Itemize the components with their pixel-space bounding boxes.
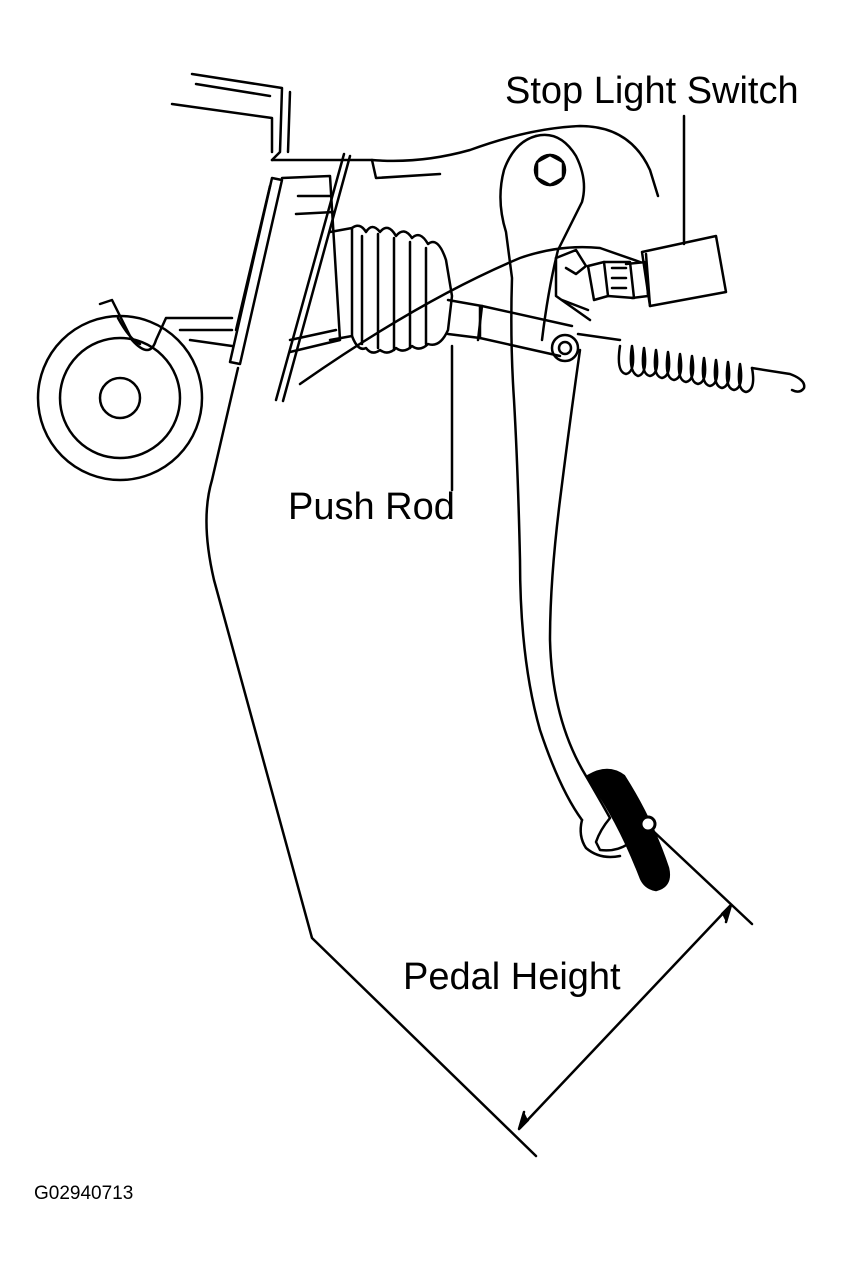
pedal-height-dimension xyxy=(517,828,754,1131)
pulley xyxy=(36,298,234,482)
pedal-pad xyxy=(586,768,670,892)
return-spring xyxy=(576,332,806,394)
floor-line xyxy=(205,366,538,1158)
push-rod-boot xyxy=(328,224,454,354)
brake-pedal-arm xyxy=(499,133,630,859)
booster-mounting-plate xyxy=(228,152,352,403)
figure-code: G02940713 xyxy=(34,1183,134,1204)
firewall-bracket xyxy=(170,72,660,198)
push-rod-label: Push Rod xyxy=(288,486,455,528)
pedal-pad-reference-point xyxy=(639,815,657,833)
push-rod xyxy=(298,245,642,386)
pedal-height-label: Pedal Height xyxy=(403,956,621,998)
stop-light-switch xyxy=(554,234,728,322)
stop-light-switch-label: Stop Light Switch xyxy=(505,70,799,112)
